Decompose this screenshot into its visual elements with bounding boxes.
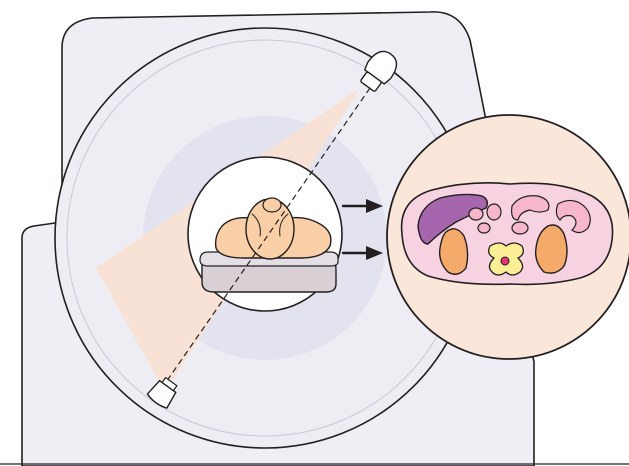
spinal-cord [501,257,509,265]
kidney-left [440,229,468,274]
bowel-loop [478,223,490,233]
cross-section-view [387,115,629,359]
bowel-loop [469,208,483,220]
bowel-loop [487,204,501,220]
bowel-loop [512,222,528,234]
